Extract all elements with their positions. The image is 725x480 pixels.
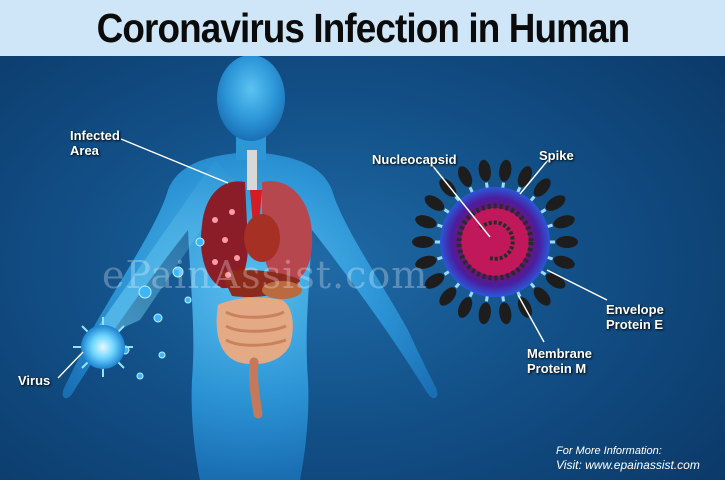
spike-head bbox=[515, 164, 535, 189]
spike-head bbox=[477, 159, 492, 182]
label-envelope-protein: Envelope Protein E bbox=[606, 302, 664, 332]
spike-head bbox=[455, 164, 475, 189]
spike-head bbox=[436, 175, 459, 199]
spike-head bbox=[455, 295, 475, 320]
label-membrane-line2: Protein M bbox=[527, 361, 592, 376]
spike-head bbox=[414, 213, 438, 231]
footer-line2: Visit: www.epainassist.com bbox=[556, 458, 700, 472]
coronavirus-model bbox=[412, 159, 578, 325]
spike-head bbox=[412, 236, 434, 248]
label-spike: Spike bbox=[539, 148, 574, 163]
footer-line1: For More Information: bbox=[556, 444, 700, 458]
watermark: ePainAssist.com bbox=[102, 253, 428, 297]
spike-head bbox=[436, 284, 459, 308]
spike-head bbox=[552, 253, 576, 271]
label-envelope-line2: Protein E bbox=[606, 317, 664, 332]
label-nucleocapsid: Nucleocapsid bbox=[372, 152, 457, 167]
spike-head bbox=[556, 236, 578, 248]
spike-head bbox=[530, 175, 553, 199]
footer-info: For More Information: Visit: www.epainas… bbox=[556, 444, 700, 472]
label-membrane-line1: Membrane bbox=[527, 346, 592, 361]
virus-particle-blue bbox=[73, 317, 133, 377]
label-virus: Virus bbox=[18, 373, 50, 388]
label-membrane-protein: Membrane Protein M bbox=[527, 346, 592, 376]
page-title: Coronavirus Infection in Human bbox=[96, 5, 629, 52]
spike-head bbox=[552, 213, 576, 231]
spike-head bbox=[498, 159, 513, 182]
spike-head bbox=[477, 302, 492, 325]
spike-head bbox=[422, 192, 447, 214]
label-infected-area-line2: Area bbox=[70, 143, 120, 158]
label-infected-area: Infected Area bbox=[70, 128, 120, 158]
label-infected-area-line1: Infected bbox=[70, 128, 120, 143]
spike-head bbox=[543, 270, 568, 292]
spike-head bbox=[498, 302, 513, 325]
title-bar: Coronavirus Infection in Human bbox=[0, 0, 725, 56]
label-envelope-line1: Envelope bbox=[606, 302, 664, 317]
spike-head bbox=[543, 192, 568, 214]
spike-head bbox=[530, 284, 553, 308]
